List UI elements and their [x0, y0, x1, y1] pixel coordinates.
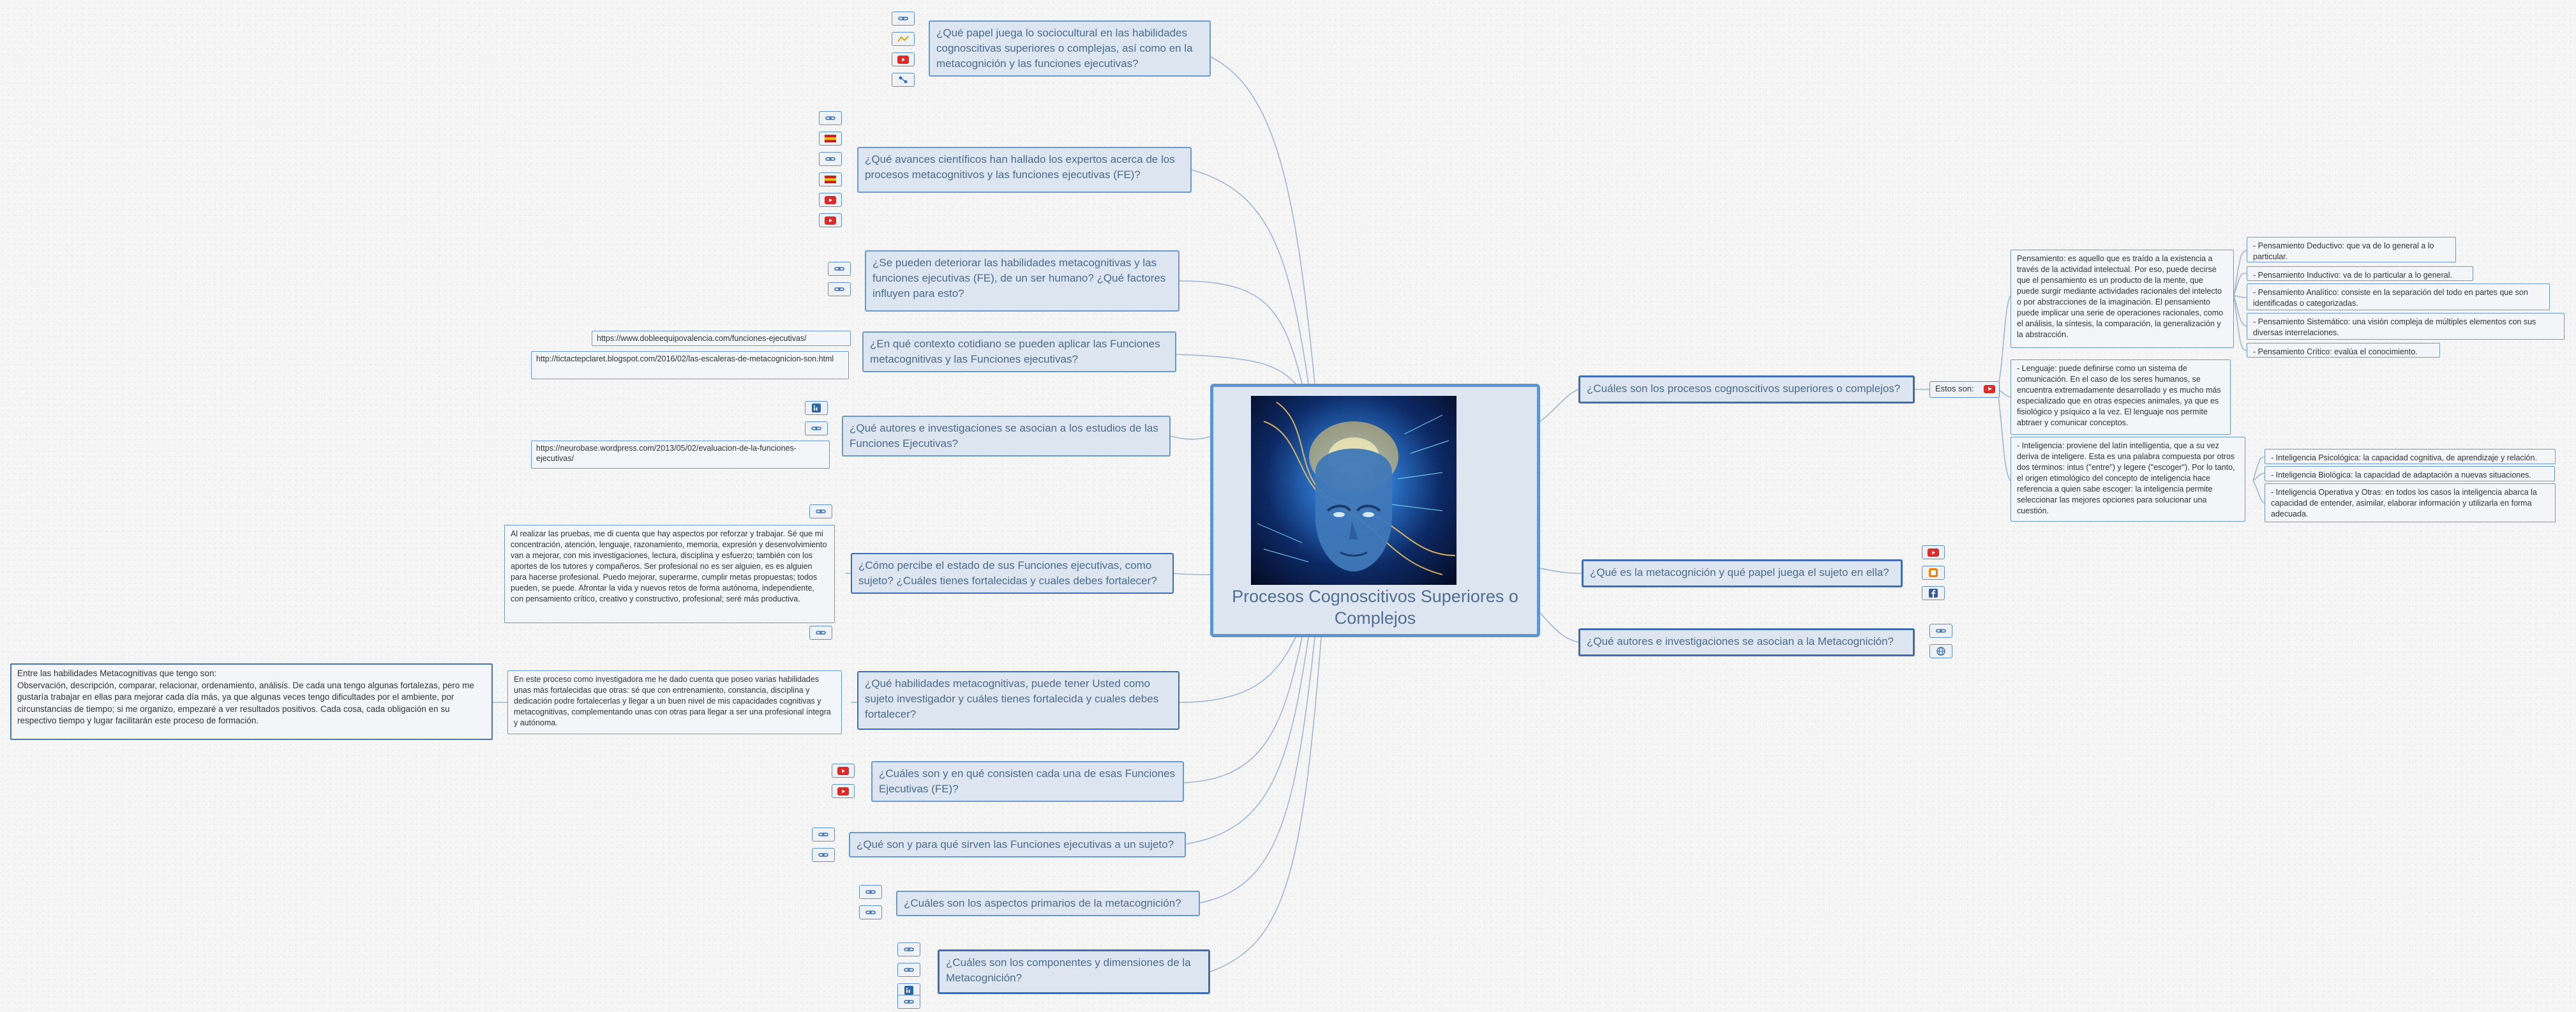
topic-deterioro[interactable]: ¿Se pueden deteriorar las habilidades me… [865, 250, 1179, 312]
link-icon[interactable] [828, 262, 851, 276]
note-pensamiento-sistematico: - Pensamiento Sistemático: una visión co… [2247, 313, 2565, 340]
estos-son-label[interactable]: Estos son: [1929, 381, 2000, 398]
topic-text: ¿Cómo percibe el estado de sus Funciones… [858, 559, 1157, 587]
note-pensamiento-deductivo: - Pensamiento Deductivo: que va de lo ge… [2247, 237, 2456, 262]
blogger-icon[interactable] [1922, 566, 1945, 580]
link-icon[interactable] [805, 421, 828, 435]
link-icon[interactable] [809, 504, 832, 518]
topic-autores-fe[interactable]: ¿Qué autores e investigaciones se asocia… [842, 416, 1171, 457]
note-inteligencia-operativa: - Inteligencia Operativa y Otras: en tod… [2265, 483, 2556, 522]
topic-aspectos-primarios[interactable]: ¿Cuáles son los aspectos primarios de la… [896, 891, 1200, 916]
note-text: - Inteligencia Biológica: la capacidad d… [2271, 471, 2531, 480]
link-icon[interactable] [897, 942, 920, 956]
note-pensamiento: Pensamiento: es aquello que es traído a … [2011, 250, 2234, 348]
youtube-icon[interactable] [892, 52, 915, 66]
globe-icon[interactable] [1929, 644, 1952, 658]
flag-icon[interactable] [819, 132, 842, 146]
url-text: https://www.dobleequipovalencia.com/func… [597, 334, 807, 343]
youtube-icon[interactable] [832, 784, 855, 798]
link-icon[interactable] [819, 111, 842, 125]
linkedin-icon[interactable] [805, 401, 828, 415]
note-text: - Inteligencia Operativa y Otras: en tod… [2271, 488, 2537, 518]
central-title: Procesos Cognoscitivos Superiores o Comp… [1232, 587, 1518, 628]
central-topic[interactable]: Procesos Cognoscitivos Superiores o Comp… [1210, 384, 1540, 637]
topic-text: ¿Qué avances científicos han hallado los… [865, 153, 1175, 181]
note-text: - Pensamiento Deductivo: que va de lo ge… [2253, 241, 2434, 261]
link-icon[interactable] [859, 905, 882, 919]
note-inteligencia-biologica: - Inteligencia Biológica: la capacidad d… [2265, 466, 2555, 481]
note-pensamiento-critico: - Pensamiento Crítico: evalúa el conocim… [2247, 343, 2440, 358]
topic-text: ¿Qué son y para qué sirven las Funciones… [857, 838, 1174, 850]
topic-text: ¿En qué contexto cotidiano se pueden apl… [870, 338, 1160, 365]
label-text: Estos son: [1935, 384, 1974, 393]
link-icon[interactable] [819, 152, 842, 166]
facebook-icon[interactable] [1922, 586, 1945, 600]
topic-avances-cientificos[interactable]: ¿Qué avances científicos han hallado los… [857, 147, 1192, 193]
topic-autores-metacognicion[interactable]: ¿Qué autores e investigaciones se asocia… [1578, 628, 1915, 656]
youtube-icon[interactable] [819, 213, 842, 227]
youtube-icon[interactable] [832, 764, 855, 778]
link-icon[interactable] [809, 626, 832, 640]
note-text: - Inteligencia: proviene del latín intel… [2017, 441, 2235, 515]
note-estado-fe: Al realizar las pruebas, me di cuenta qu… [504, 525, 835, 623]
topic-text: ¿Cuáles son los aspectos primarios de la… [904, 897, 1181, 909]
url-dobleequipo[interactable]: https://www.dobleequipovalencia.com/func… [592, 331, 851, 346]
note-text: - Lenguaje: puede definirse como un sist… [2017, 364, 2221, 427]
note-habilidades-1: En este proceso como investigadora me he… [507, 670, 842, 734]
note-text: - Pensamiento Analítico: consiste en la … [2253, 288, 2528, 308]
note-text: Pensamiento: es aquello que es traído a … [2017, 254, 2224, 339]
note-text: En este proceso como investigadora me he… [514, 675, 831, 727]
note-text: - Pensamiento Sistemático: una visión co… [2253, 317, 2536, 337]
topic-contexto-cotidiano[interactable]: ¿En qué contexto cotidiano se pueden apl… [862, 331, 1176, 372]
link-icon[interactable] [897, 963, 920, 977]
topic-text: ¿Qué papel juega lo sociocultural en las… [936, 27, 1193, 70]
topic-estado-fe[interactable]: ¿Cómo percibe el estado de sus Funciones… [851, 553, 1174, 594]
note-inteligencia-psicologica: - Inteligencia Psicológica: la capacidad… [2265, 449, 2556, 464]
youtube-icon[interactable] [819, 193, 842, 207]
link-icon[interactable] [812, 848, 835, 862]
topic-sociocultural[interactable]: ¿Qué papel juega lo sociocultural en las… [929, 20, 1211, 77]
link-icon[interactable] [828, 282, 851, 296]
topic-text: ¿Qué autores e investigaciones se asocia… [850, 422, 1158, 449]
topic-text: ¿Cuáles son los componentes y dimensione… [946, 956, 1191, 984]
topic-text: ¿Qué habilidades metacognitivas, puede t… [865, 677, 1159, 720]
url-text: https://neurobase.wordpress.com/2013/05/… [536, 444, 797, 463]
flag-icon[interactable] [819, 172, 842, 186]
topic-procesos-cognoscitivos[interactable]: ¿Cuáles son los procesos cognoscitivos s… [1578, 375, 1915, 404]
url-neurobase[interactable]: https://neurobase.wordpress.com/2013/05/… [531, 441, 830, 469]
topic-habilidades-metacognitivas[interactable]: ¿Qué habilidades metacognitivas, puede t… [857, 671, 1179, 730]
link-icon[interactable] [897, 995, 920, 1009]
youtube-icon[interactable] [1984, 385, 1995, 393]
topic-que-es-metacognicion[interactable]: ¿Qué es la metacognición y qué papel jue… [1582, 559, 1903, 587]
note-text: - Pensamiento Inductivo: va de lo partic… [2253, 271, 2452, 280]
note-text: Entre las habilidades Metacognitivas que… [17, 668, 474, 725]
topic-componentes-dimensiones[interactable]: ¿Cuáles son los componentes y dimensione… [938, 949, 1210, 994]
link-icon[interactable] [1929, 624, 1952, 638]
link-icon[interactable] [812, 827, 835, 842]
map-icon[interactable] [892, 32, 915, 46]
topic-text: ¿Cuáles son y en qué consisten cada una … [879, 767, 1176, 795]
note-text: Al realizar las pruebas, me di cuenta qu… [511, 529, 827, 603]
note-inteligencia: - Inteligencia: proviene del latín intel… [2011, 437, 2245, 522]
note-lenguaje: - Lenguaje: puede definirse como un sist… [2011, 359, 2231, 435]
network-icon[interactable] [892, 73, 915, 87]
central-image [1251, 396, 1456, 585]
link-icon[interactable] [859, 885, 882, 899]
topic-text: ¿Cuáles son los procesos cognoscitivos s… [1587, 382, 1901, 395]
note-pensamiento-analitico: - Pensamiento Analítico: consiste en la … [2247, 283, 2550, 310]
topic-cuales-fe[interactable]: ¿Cuáles son y en qué consisten cada una … [871, 761, 1184, 802]
url-tictactep[interactable]: http://tictactepclaret.blogspot.com/2016… [531, 351, 849, 379]
topic-text: ¿Qué es la metacognición y qué papel jue… [1590, 566, 1889, 578]
topic-que-son-fe[interactable]: ¿Qué son y para qué sirven las Funciones… [849, 832, 1186, 857]
note-text: - Inteligencia Psicológica: la capacidad… [2271, 453, 2537, 462]
topic-text: ¿Se pueden deteriorar las habilidades me… [872, 257, 1166, 299]
link-icon[interactable] [892, 11, 915, 26]
note-habilidades-2: Entre las habilidades Metacognitivas que… [10, 663, 493, 740]
topic-text: ¿Qué autores e investigaciones se asocia… [1587, 635, 1894, 647]
note-text: - Pensamiento Crítico: evalúa el conocim… [2253, 347, 2418, 356]
youtube-icon[interactable] [1922, 545, 1945, 559]
url-text: http://tictactepclaret.blogspot.com/2016… [536, 354, 834, 363]
note-pensamiento-inductivo: - Pensamiento Inductivo: va de lo partic… [2247, 266, 2473, 281]
